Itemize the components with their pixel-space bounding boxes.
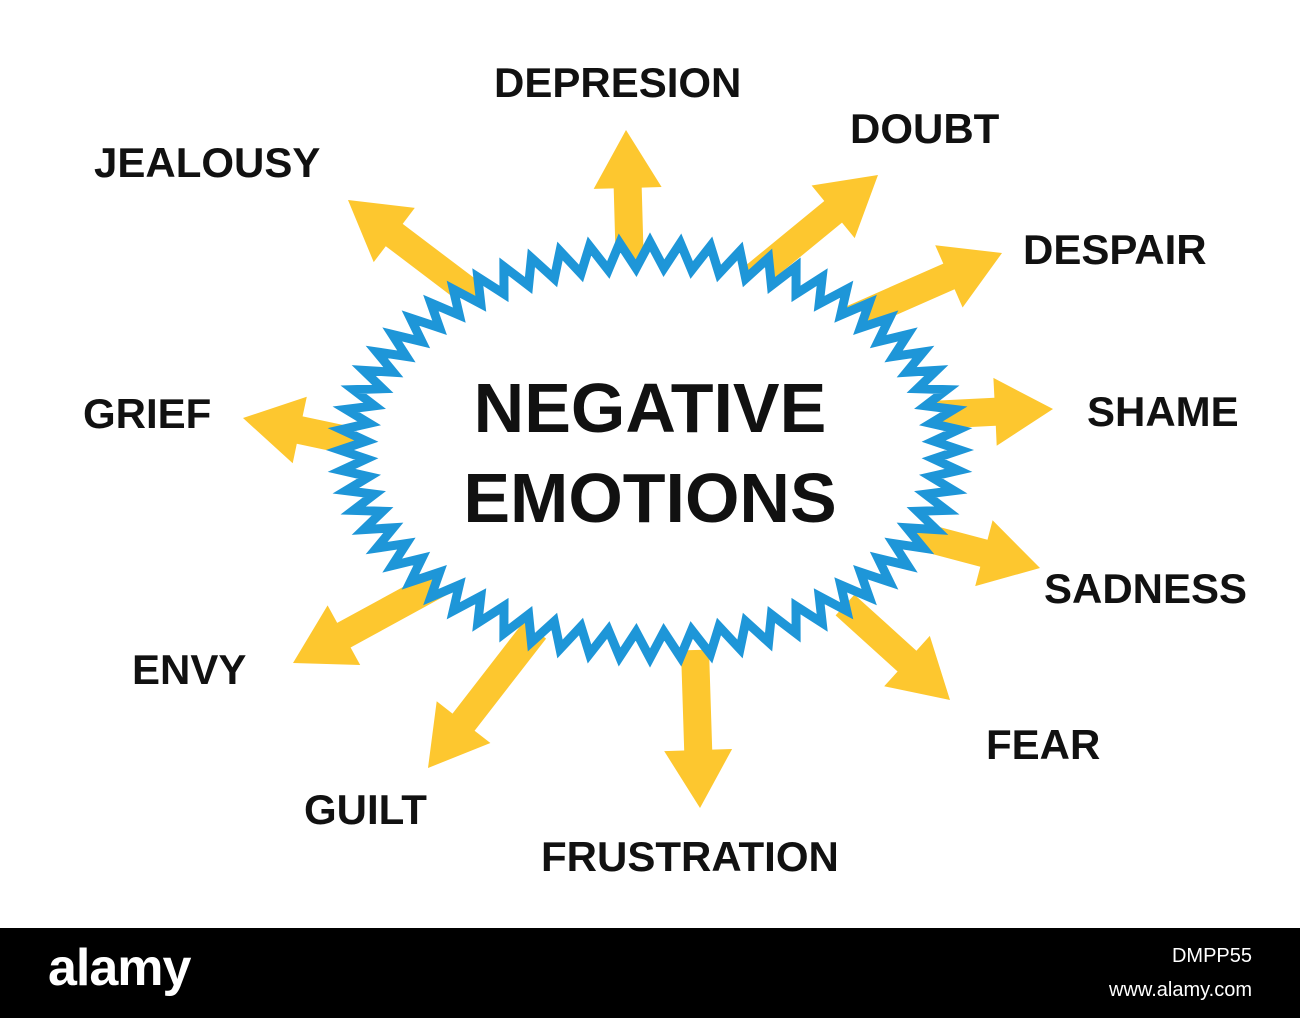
label-grief: GRIEF <box>83 390 212 437</box>
arrow-shame <box>929 377 1053 446</box>
arrow-sadness <box>911 520 1040 587</box>
label-guilt: GUILT <box>304 786 427 833</box>
negative-emotions-diagram: NEGATIVE EMOTIONS DEPRESION DOUBT DESPAI… <box>83 59 1248 880</box>
arrow-jealousy <box>348 200 489 312</box>
label-shame: SHAME <box>1087 388 1239 435</box>
arrows-group <box>243 130 1053 808</box>
label-despair: DESPAIR <box>1023 226 1207 273</box>
image-id: DMPP55 <box>1171 945 1252 967</box>
center-title-line2: EMOTIONS <box>463 459 837 537</box>
diagram-canvas <box>243 130 1053 808</box>
label-envy: ENVY <box>132 646 247 693</box>
label-sadness: SADNESS <box>1044 565 1248 612</box>
arrow-frustration <box>664 649 733 808</box>
arrow-despair <box>844 245 1002 333</box>
center-title-line1: NEGATIVE <box>473 369 827 447</box>
arrow-fear <box>835 594 950 700</box>
arrow-doubt <box>741 175 878 291</box>
alamy-logo: alamy <box>48 939 191 997</box>
label-jealousy: JEALOUSY <box>94 139 321 186</box>
footer-bar: alamy DMPP55 www.alamy.com <box>0 928 1300 1018</box>
arrow-depresion <box>593 130 662 271</box>
footer-url: www.alamy.com <box>1109 979 1252 1001</box>
label-depresion: DEPRESION <box>494 59 742 106</box>
arrow-guilt <box>428 621 547 768</box>
arrow-envy <box>293 567 452 665</box>
label-fear: FEAR <box>986 721 1101 768</box>
label-doubt: DOUBT <box>850 105 1000 152</box>
label-frustration: FRUSTRATION <box>541 833 839 880</box>
zigzag-center-shape <box>325 232 975 668</box>
